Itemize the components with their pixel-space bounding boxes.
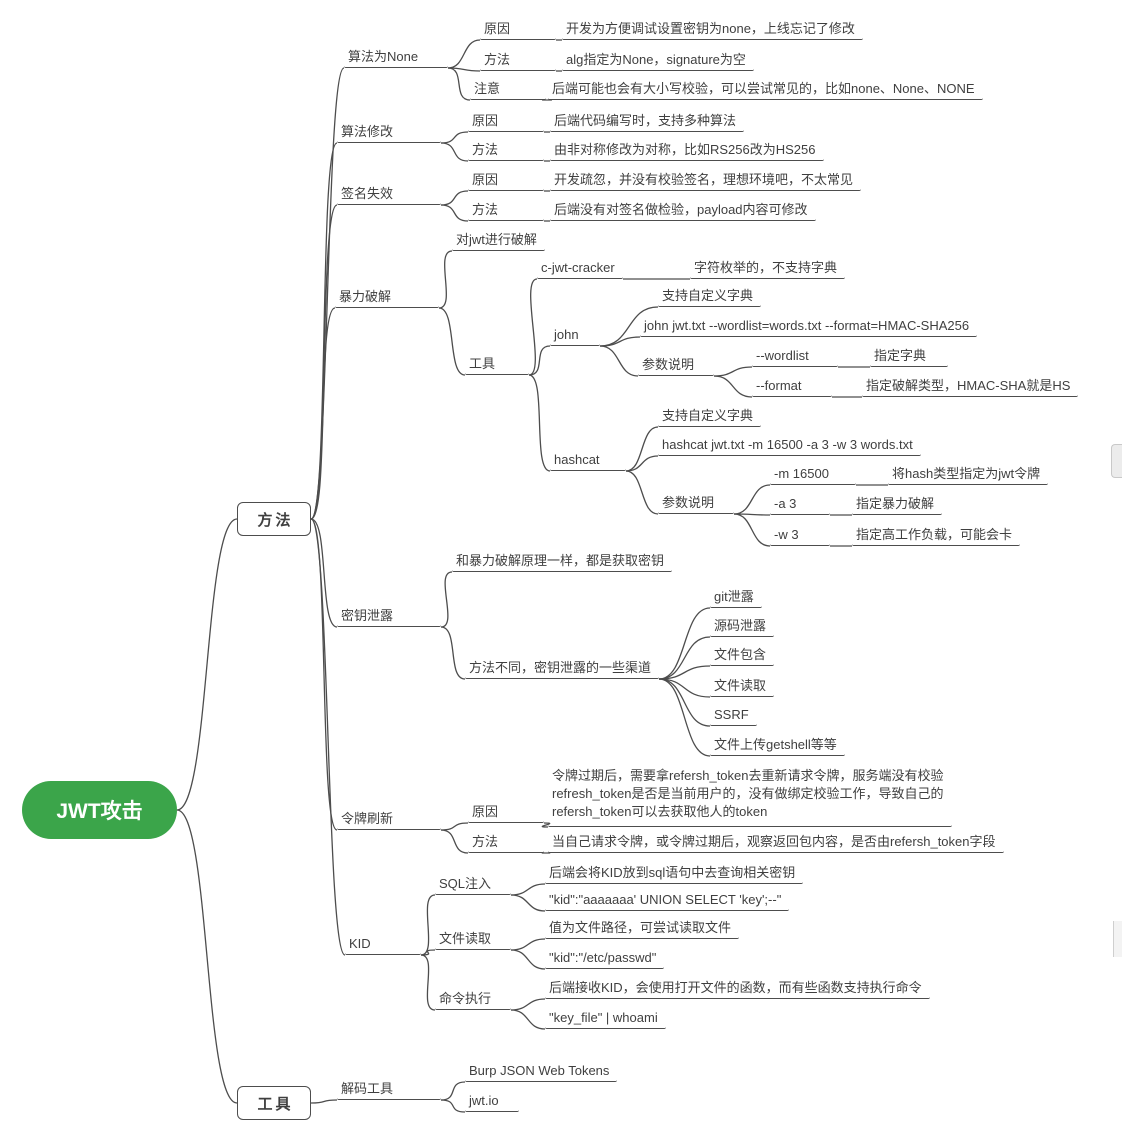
- topic-c-jwt-cracker[interactable]: c-jwt-cracker: [537, 259, 623, 279]
- topic-method-text[interactable]: 后端没有对签名做检验，payload内容可修改: [550, 201, 816, 221]
- topic-method-label[interactable]: 方法: [468, 201, 544, 221]
- topic-channel-ssrf[interactable]: SSRF: [710, 706, 757, 726]
- root-topic[interactable]: JWT攻击: [22, 781, 177, 839]
- topic-key-leak-note2[interactable]: 方法不同，密钥泄露的一些渠道: [465, 659, 660, 679]
- topic-param-format[interactable]: --format: [752, 377, 832, 397]
- topic-method-label[interactable]: 方法: [480, 51, 556, 71]
- topic-kid-sqli[interactable]: SQL注入: [435, 875, 511, 895]
- topic-reason-text[interactable]: 开发为方便调试设置密钥为none，上线忘记了修改: [562, 20, 863, 40]
- topic-hashcat-command[interactable]: hashcat jwt.txt -m 16500 -a 3 -w 3 words…: [658, 436, 921, 456]
- topic-reason-text[interactable]: 后端代码编写时，支持多种算法: [550, 112, 745, 132]
- topic-hashcat[interactable]: hashcat: [550, 451, 626, 471]
- topic-channel-lfi[interactable]: 文件包含: [710, 646, 775, 666]
- topic-jwt-io[interactable]: jwt.io: [465, 1092, 519, 1112]
- topic-channel-git[interactable]: git泄露: [710, 588, 762, 608]
- topic-john-command[interactable]: john jwt.txt --wordlist=words.txt --form…: [640, 317, 978, 337]
- topic-reason-label[interactable]: 原因: [468, 803, 544, 823]
- topic-method-text[interactable]: alg指定为None，signature为空: [562, 51, 754, 71]
- topic-kid-fileread-payload[interactable]: "kid":"/etc/passwd": [545, 949, 665, 969]
- topic-method-label[interactable]: 方法: [468, 833, 544, 853]
- topic-param-w3-desc[interactable]: 指定高工作负载，可能会卡: [852, 526, 1021, 546]
- topic-note-text[interactable]: 后端可能也会有大小写校验，可以尝试常见的，比如none、None、NONE: [548, 80, 983, 100]
- topic-john-dict-note[interactable]: 支持自定义字典: [658, 287, 762, 307]
- topic-param-format-desc[interactable]: 指定破解类型，HMAC-SHA就是HS: [862, 377, 1079, 397]
- topic-method-text[interactable]: 当自己请求令牌，或令牌过期后，观察返回包内容，是否由refersh_token字…: [548, 833, 1004, 853]
- topic-method-label[interactable]: 方法: [468, 141, 544, 161]
- topic-hashcat-dict-note[interactable]: 支持自定义字典: [658, 407, 762, 427]
- topic-param-wordlist-desc[interactable]: 指定字典: [870, 347, 948, 367]
- topic-burp-jwt[interactable]: Burp JSON Web Tokens: [465, 1062, 618, 1082]
- topic-reason-label[interactable]: 原因: [468, 171, 544, 191]
- topic-key-leak[interactable]: 密钥泄露: [337, 607, 441, 627]
- topic-john-params-label[interactable]: 参数说明: [638, 356, 714, 376]
- topic-channel-source[interactable]: 源码泄露: [710, 617, 775, 637]
- topic-param-a3[interactable]: -a 3: [770, 495, 830, 515]
- methods-topic[interactable]: 方法: [237, 502, 311, 536]
- topic-c-jwt-cracker-desc[interactable]: 字符枚举的，不支持字典: [690, 259, 846, 279]
- topic-key-leak-note1[interactable]: 和暴力破解原理一样，都是获取密钥: [452, 552, 673, 572]
- topic-brute-tools[interactable]: 工具: [465, 355, 529, 375]
- topic-decode-tools[interactable]: 解码工具: [337, 1080, 441, 1100]
- topic-method-text[interactable]: 由非对称修改为对称，比如RS256改为HS256: [550, 141, 824, 161]
- topic-kid-cmdexec-payload[interactable]: "key_file" | whoami: [545, 1009, 666, 1029]
- topic-param-m16500-desc[interactable]: 将hash类型指定为jwt令牌: [888, 465, 1049, 485]
- topic-kid-sqli-payload[interactable]: "kid":"aaaaaaa' UNION SELECT 'key';--": [545, 891, 790, 911]
- clipped-content-fragment: [1111, 444, 1122, 478]
- topic-param-a3-desc[interactable]: 指定暴力破解: [852, 495, 943, 515]
- topic-param-wordlist[interactable]: --wordlist: [752, 347, 838, 367]
- topic-channel-upload[interactable]: 文件上传getshell等等: [710, 736, 845, 756]
- tools-topic[interactable]: 工具: [237, 1086, 311, 1120]
- clipped-content-fragment: [1113, 921, 1122, 957]
- topic-reason-text[interactable]: 开发疏忽，并没有校验签名，理想环境吧，不太常见: [550, 171, 862, 191]
- topic-sig-invalid[interactable]: 签名失效: [337, 185, 441, 205]
- topic-param-w3[interactable]: -w 3: [770, 526, 830, 546]
- topic-john[interactable]: john: [550, 326, 600, 346]
- topic-brute-force[interactable]: 暴力破解: [335, 288, 439, 308]
- topic-kid-sqli-note[interactable]: 后端会将KID放到sql语句中去查询相关密钥: [545, 864, 804, 884]
- topic-reason-text[interactable]: 令牌过期后，需要拿refersh_token去重新请求令牌，服务端没有校验 re…: [548, 766, 952, 827]
- topic-alg-none[interactable]: 算法为None: [344, 48, 448, 68]
- reason-line-2: refresh_token是否是当前用户的，没有做绑定校验工作，导致自己的: [552, 786, 944, 801]
- topic-reason-label[interactable]: 原因: [468, 112, 544, 132]
- topic-kid[interactable]: KID: [345, 935, 421, 955]
- topic-hashcat-params-label[interactable]: 参数说明: [658, 494, 734, 514]
- topic-alg-modify[interactable]: 算法修改: [337, 123, 441, 143]
- topic-kid-fileread[interactable]: 文件读取: [435, 930, 511, 950]
- topic-channel-fileread[interactable]: 文件读取: [710, 677, 775, 697]
- topic-param-m16500[interactable]: -m 16500: [770, 465, 856, 485]
- topic-kid-cmdexec[interactable]: 命令执行: [435, 990, 511, 1010]
- topic-note-label[interactable]: 注意: [470, 80, 546, 100]
- topic-kid-cmdexec-note[interactable]: 后端接收KID，会使用打开文件的函数，而有些函数支持执行命令: [545, 979, 930, 999]
- topic-token-refresh[interactable]: 令牌刷新: [337, 810, 441, 830]
- topic-reason-label[interactable]: 原因: [480, 20, 556, 40]
- topic-brute-note[interactable]: 对jwt进行破解: [452, 231, 545, 251]
- reason-line-1: 令牌过期后，需要拿refersh_token去重新请求令牌，服务端没有校验: [552, 768, 944, 783]
- reason-line-3: refersh_token可以去获取他人的token: [552, 804, 768, 819]
- topic-kid-fileread-note[interactable]: 值为文件路径，可尝试读取文件: [545, 919, 740, 939]
